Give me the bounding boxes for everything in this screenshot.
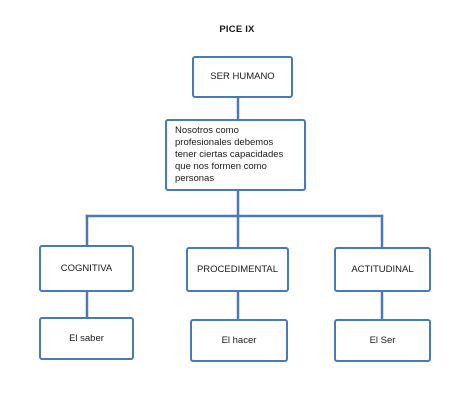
description-node-text: Nosotros como profesionales debemos tene… (175, 125, 284, 184)
leaf-label: El saber (69, 332, 104, 344)
description-node: Nosotros como profesionales debemos tene… (165, 119, 306, 191)
leaf-node-el-ser: El Ser (334, 319, 431, 362)
leaf-label: El Ser (369, 334, 396, 346)
branch-node-actitudinal: ACTITUDINAL (334, 247, 431, 292)
branch-node-cognitiva: COGNITIVA (39, 245, 134, 292)
leaf-node-el-saber: El saber (39, 317, 134, 360)
branch-label: COGNITIVA (60, 262, 113, 274)
leaf-node-el-hacer: El hacer (190, 319, 288, 362)
diagram-title: PICE IX (219, 24, 255, 35)
branch-label: ACTITUDINAL (351, 263, 414, 275)
branch-label: PROCEDIMENTAL (196, 263, 279, 275)
branch-node-procedimental: PROCEDIMENTAL (186, 247, 289, 292)
root-node-label: SER HUMANO (210, 71, 275, 83)
leaf-label: El hacer (221, 334, 257, 346)
root-node: SER HUMANO (192, 56, 293, 98)
